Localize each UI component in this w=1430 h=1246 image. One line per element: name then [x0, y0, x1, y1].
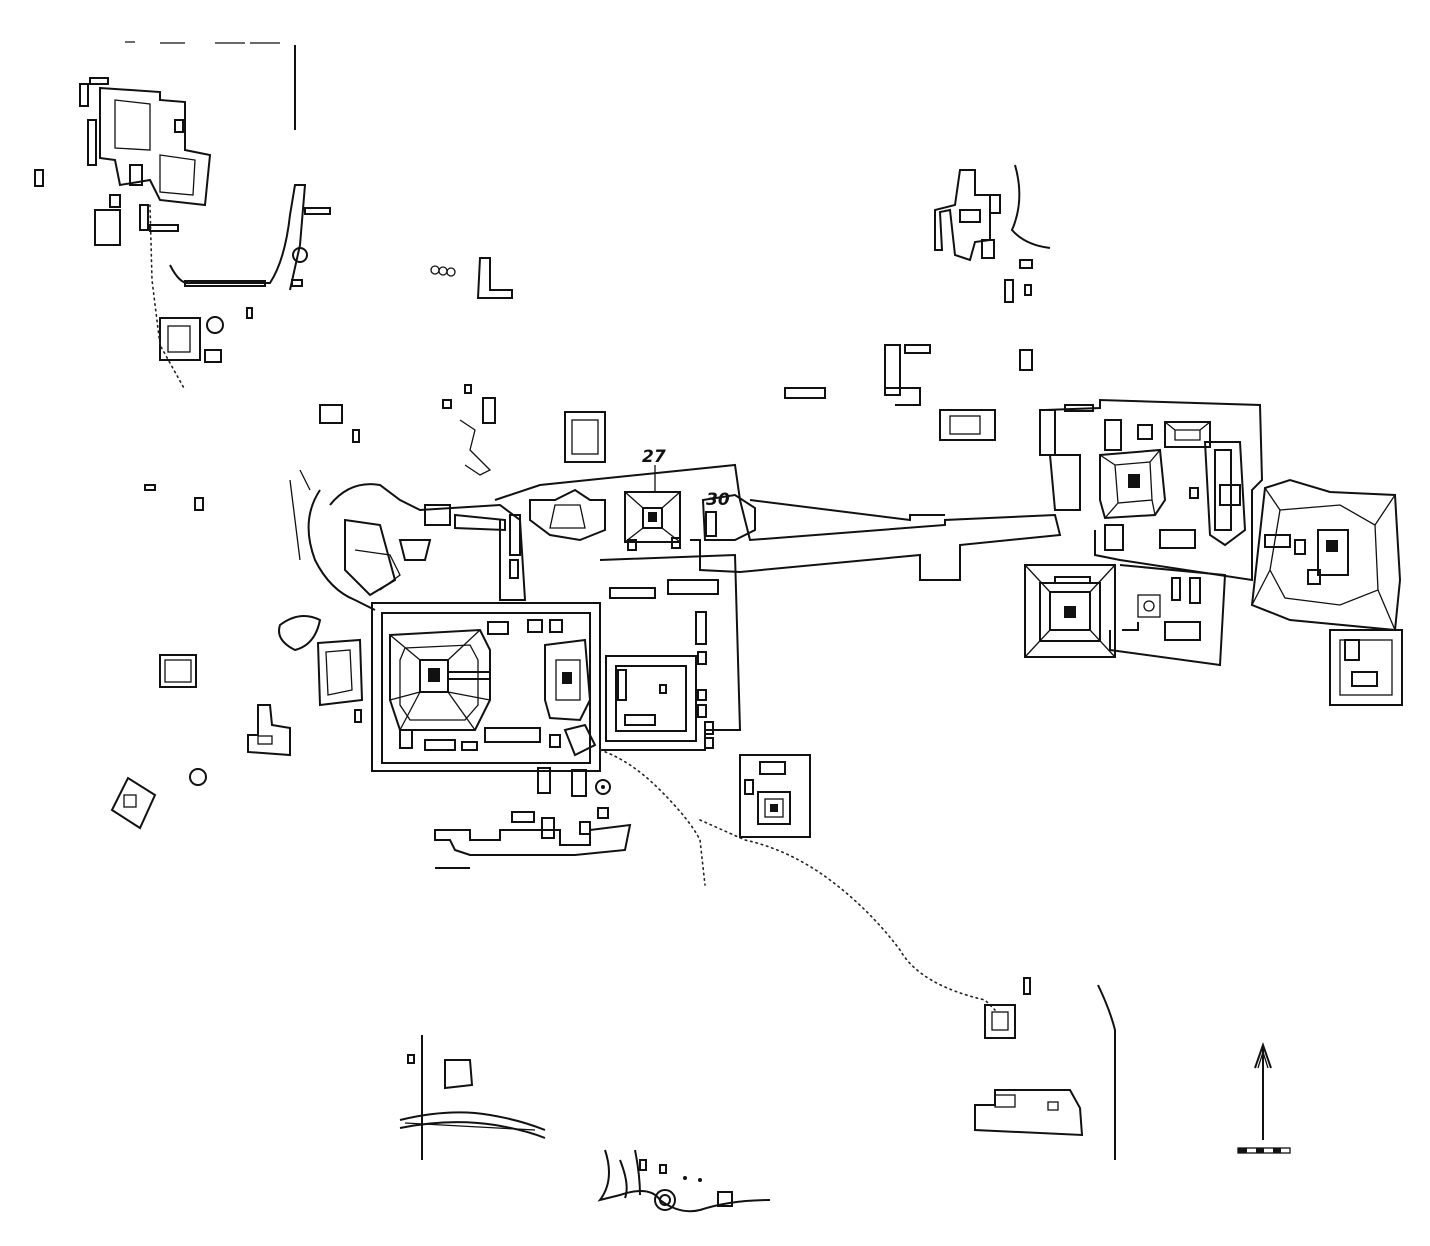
- structure-label-30: 30: [706, 490, 730, 510]
- west-outlier-structures: [110, 654, 291, 830]
- east-complex: [1024, 398, 1403, 706]
- north-central-structures: [144, 257, 931, 511]
- northwest-building-group: [34, 41, 331, 391]
- scale-bar: [1237, 1147, 1291, 1154]
- northeast-building-group: [934, 164, 1051, 441]
- central-acropolis: 27 30: [278, 447, 1062, 869]
- south-structures: [399, 977, 1116, 1213]
- trail-path: [599, 749, 996, 1011]
- structure-label-27: 27: [642, 447, 666, 467]
- north-arrow-icon: [1254, 1041, 1272, 1140]
